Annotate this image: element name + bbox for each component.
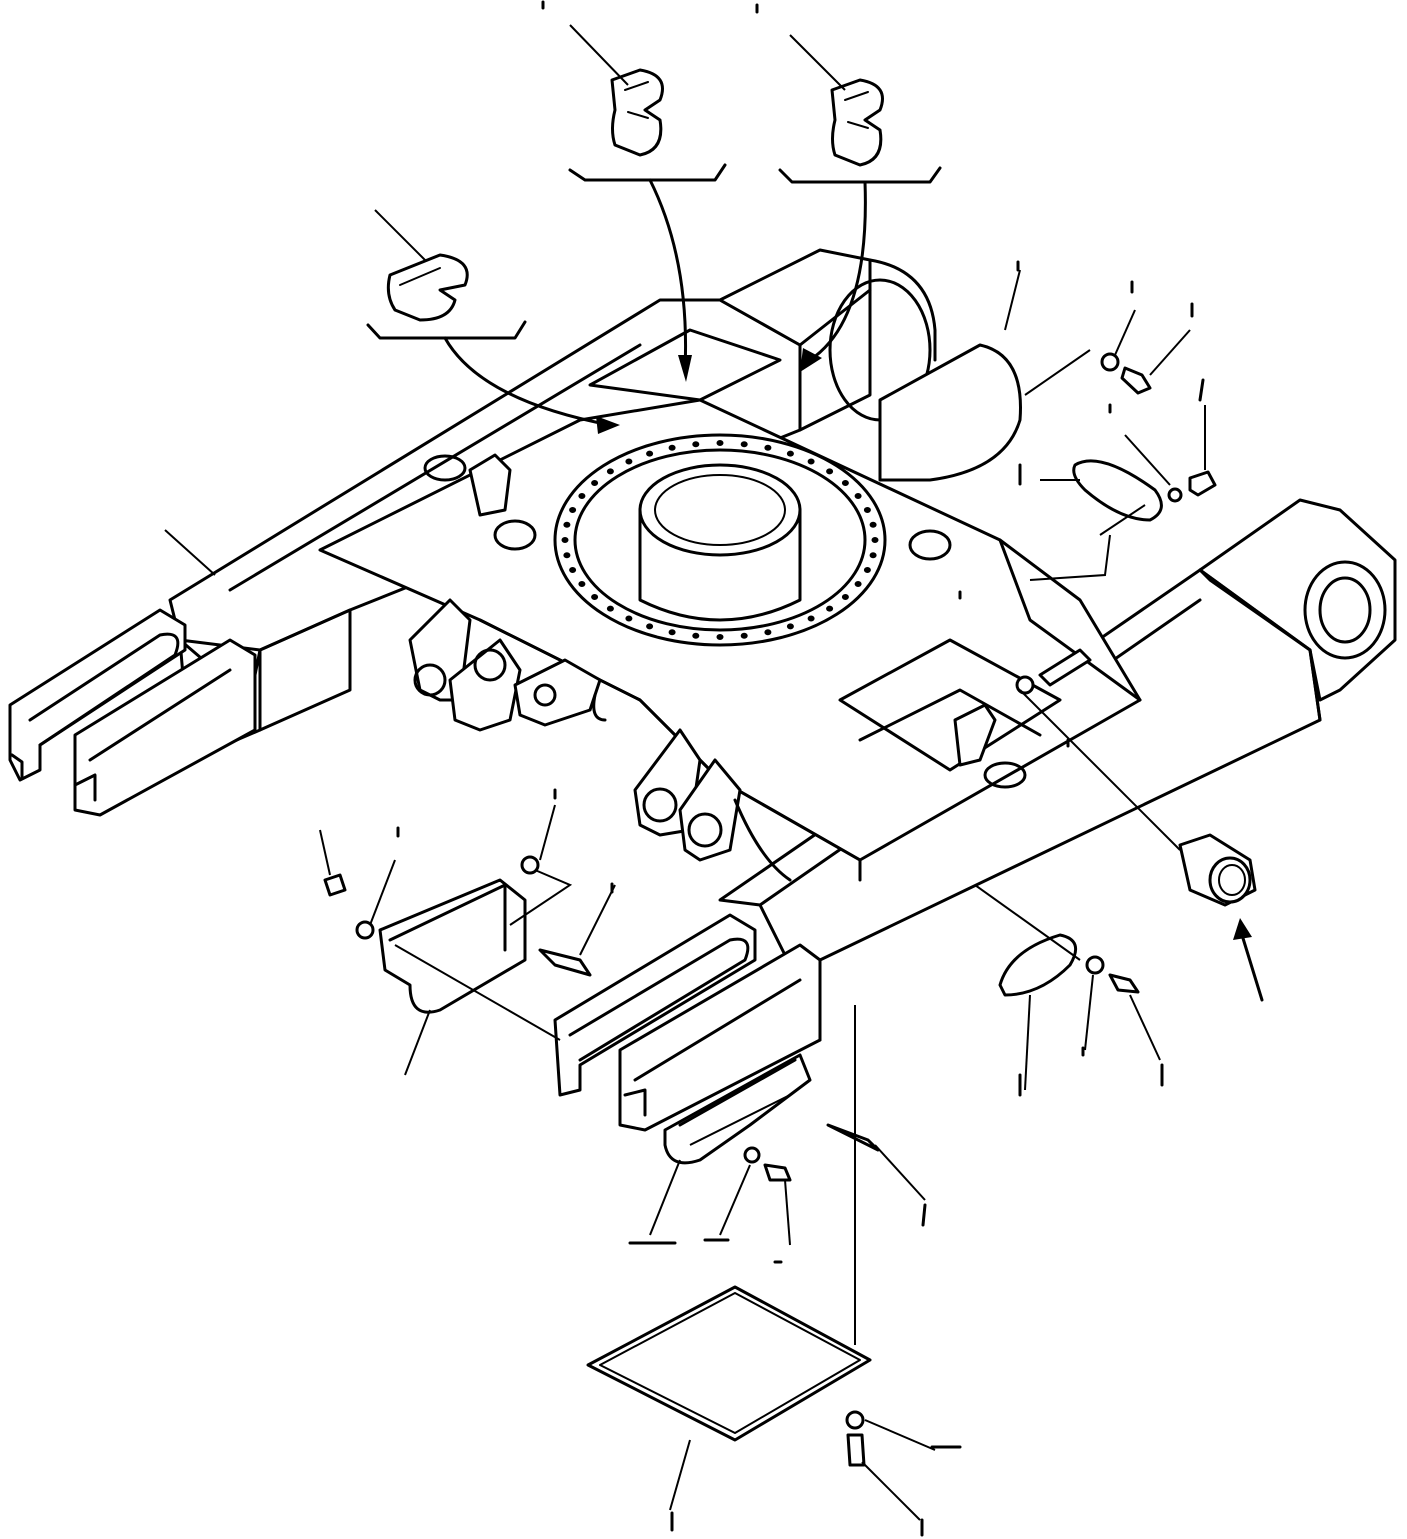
rubber-pad-1 <box>610 68 664 157</box>
top-bracket-right <box>953 703 997 767</box>
bolt-hole <box>561 537 569 543</box>
bolt-hole <box>646 450 654 457</box>
bolt-hole <box>625 615 633 622</box>
bolt-hole <box>854 493 862 499</box>
rubber-pad-3 <box>386 253 469 322</box>
bolt-hole <box>606 468 614 475</box>
bottom-square-cover-plate <box>586 1285 872 1442</box>
bolt-hole <box>764 444 772 451</box>
leader-lines <box>164 24 1206 1521</box>
oval-cover-plate-upper <box>1072 459 1163 522</box>
assembly-arrows <box>366 163 1264 1002</box>
access-opening <box>838 638 1062 772</box>
bolt-hole <box>869 552 877 559</box>
center-joint-tube <box>638 463 802 557</box>
fasteners <box>323 352 1217 1467</box>
bolt-hole <box>606 605 614 612</box>
bolt-hole <box>716 440 724 446</box>
bolt-hole <box>841 480 849 486</box>
right-front-yoke-lower <box>618 943 822 1132</box>
track-guide-bracket-left <box>378 878 527 1014</box>
bolt-hole <box>786 623 794 630</box>
bolt-hole <box>668 629 676 636</box>
track-frame <box>8 248 1397 1132</box>
bolt-hole <box>569 507 577 513</box>
bolt-hole <box>807 615 815 622</box>
bolt-hole <box>863 507 871 513</box>
bolt-hole <box>625 458 633 465</box>
bolt-hole <box>854 581 862 587</box>
bolt-hole <box>591 480 599 486</box>
bolt-hole <box>786 450 794 457</box>
bolt-hole <box>740 441 748 448</box>
bolt-hole <box>578 493 586 499</box>
bolt-hole <box>716 634 724 640</box>
pin <box>538 948 592 977</box>
upper-right-cover-plate <box>878 343 1022 482</box>
bolt-hole <box>591 594 599 600</box>
right-front-yoke-upper <box>553 913 757 1097</box>
bolt-hole <box>740 632 748 639</box>
grease-cylinder <box>1178 833 1257 907</box>
bolt-hole <box>578 581 586 587</box>
rubber-pad-2 <box>830 78 884 167</box>
bolt-hole <box>826 468 834 475</box>
bolt-hole <box>863 567 871 573</box>
bolt-hole <box>826 605 834 612</box>
lug-5 <box>678 758 742 862</box>
bolt-hole <box>563 552 571 559</box>
bolt-hole <box>569 567 577 573</box>
ring-bolt-holes <box>561 440 879 640</box>
bolt-hole <box>871 537 879 543</box>
bolt-hole <box>807 458 815 465</box>
bolt-hole <box>869 521 877 528</box>
bolt-hole <box>764 629 772 636</box>
right-side-frame <box>718 568 1322 987</box>
top-bracket-left <box>468 453 512 517</box>
bolt-hole <box>841 594 849 600</box>
track-guide-bracket-lower <box>663 1053 812 1165</box>
bolt-hole <box>692 632 700 639</box>
boss-left <box>493 519 537 551</box>
callout-marks <box>396 0 1205 1537</box>
lug-3 <box>513 658 602 727</box>
bolt-hole <box>692 441 700 448</box>
bolt-hole <box>668 444 676 451</box>
bolt-hole <box>646 623 654 630</box>
bolt-hole <box>563 521 571 528</box>
lug-2 <box>448 638 522 732</box>
boss-right <box>908 529 952 561</box>
oval-cover-plate-lower <box>998 933 1078 997</box>
